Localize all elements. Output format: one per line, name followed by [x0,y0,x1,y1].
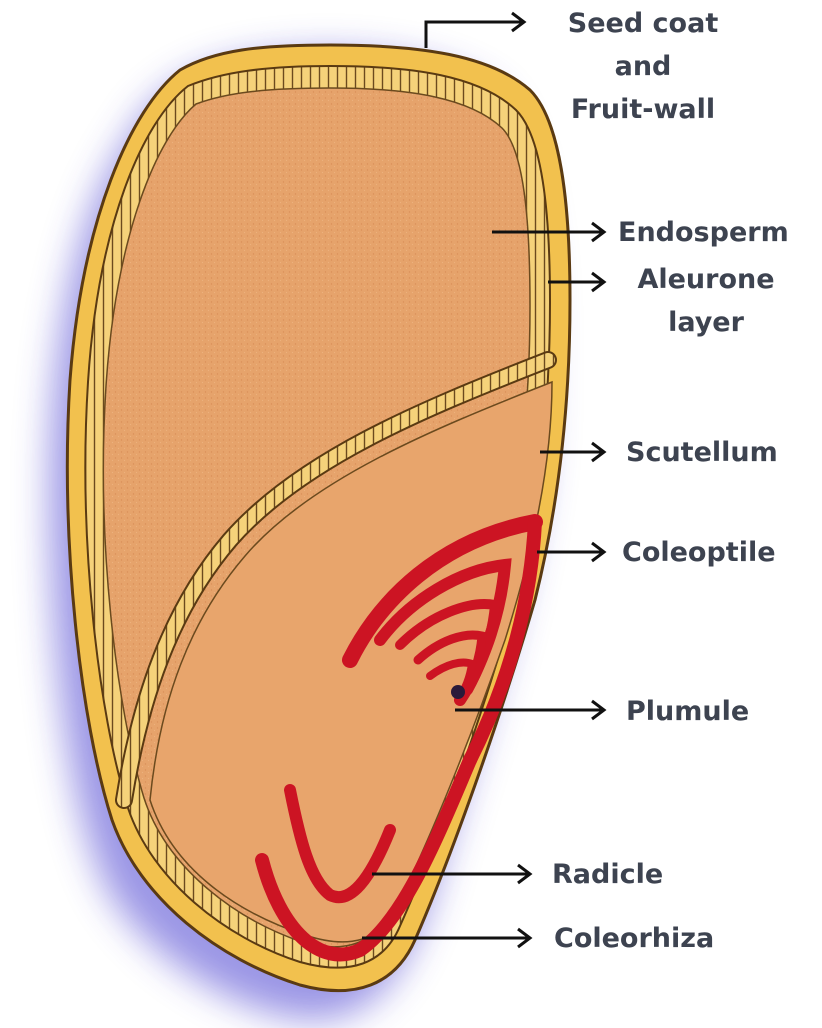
coleoptile-label: Coleoptile [622,531,776,574]
plumule-label: Plumule [626,690,749,733]
scutellum-label: Scutellum [626,431,778,474]
coleorhiza-label: Coleorhiza [554,917,714,960]
coleoptile-label-text: Coleoptile [622,537,776,568]
coleorhiza-label-text: Coleorhiza [554,923,714,954]
aleurone-label-line-2: layer [616,301,796,344]
endosperm-label: Endosperm [618,211,789,254]
scutellum-label-text: Scutellum [626,437,778,468]
radicle-label: Radicle [552,853,663,896]
radicle-label-text: Radicle [552,859,663,890]
seed-coat-label: Seed coat and Fruit-wall [548,2,738,131]
aleurone-label: Aleurone layer [616,258,796,344]
seed-coat-label-line-3: Fruit-wall [548,88,738,131]
plumule-label-text: Plumule [626,696,749,727]
seed-coat-label-line-1: Seed coat [548,2,738,45]
seed-coat-label-line-2: and [548,45,738,88]
aleurone-label-line-1: Aleurone [616,258,796,301]
endosperm-label-text: Endosperm [618,217,789,248]
seed-coat-leader [426,22,522,48]
